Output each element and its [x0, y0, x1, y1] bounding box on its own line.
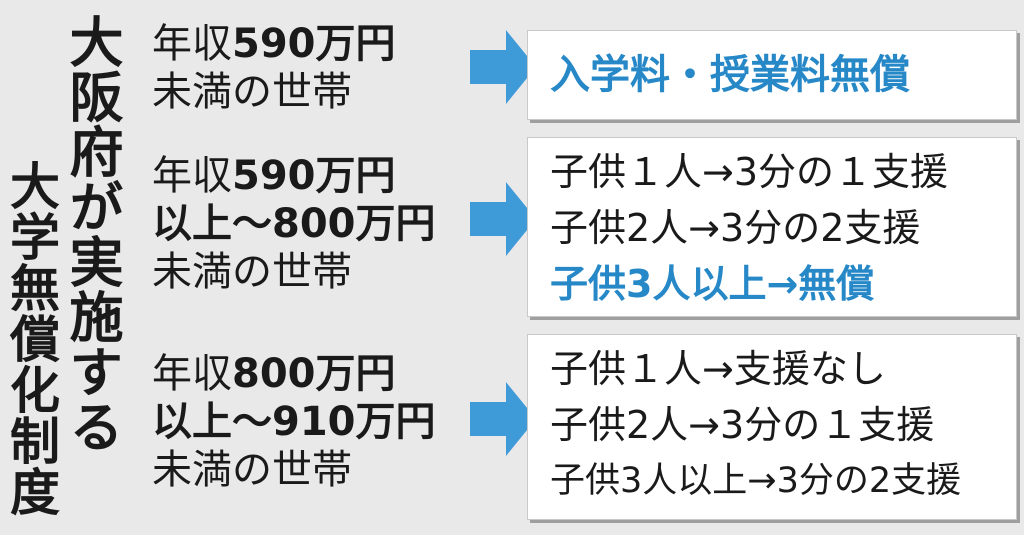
- income-bracket-2: 年収590万円以上～800万円未満の世帯: [152, 152, 436, 296]
- income-line: 以上～800万円: [152, 200, 436, 248]
- arrow-shape: [470, 182, 536, 256]
- benefit-text: 入学料・授業料無償: [550, 52, 910, 98]
- income-bracket-1: 年収590万円未満の世帯: [152, 20, 396, 116]
- benefit-text: 子供3人以上→3分の2支援: [550, 461, 962, 501]
- benefit-box-3: 子供１人→支援なし子供2人→3分の１支援子供3人以上→3分の2支援: [527, 334, 1017, 520]
- income-line: 以上～910万円: [152, 398, 436, 446]
- benefit-text: 子供１人→3分の１支援: [550, 150, 949, 194]
- income-line: 年収590万円: [152, 20, 396, 68]
- income-text: 590万円: [232, 21, 396, 67]
- title-line-2: 大学無償化制度: [2, 160, 60, 517]
- income-bracket-3: 年収800万円以上～910万円未満の世帯: [152, 350, 436, 494]
- income-text: 未満の世帯: [152, 69, 352, 115]
- income-line: 年収800万円: [152, 350, 436, 398]
- title-line-1: 大阪府が実施する: [60, 14, 123, 454]
- arrow-shape: [470, 382, 536, 456]
- income-text: 800万円: [232, 351, 396, 397]
- income-text: 年収: [152, 351, 232, 397]
- right-arrow-icon: [470, 382, 536, 456]
- income-text: 以上～800万円: [152, 201, 436, 247]
- income-line: 未満の世帯: [152, 68, 396, 116]
- benefit-text: 子供１人→支援なし: [550, 347, 886, 391]
- income-text: 590万円: [232, 153, 396, 199]
- income-text: 未満の世帯: [152, 447, 352, 493]
- income-line: 年収590万円: [152, 152, 436, 200]
- income-line: 未満の世帯: [152, 248, 436, 296]
- benefit-box-2: 子供１人→3分の１支援子供2人→3分の2支援子供3人以上→無償: [527, 137, 1017, 317]
- arrow-shape: [470, 30, 536, 104]
- income-text: 年収: [152, 21, 232, 67]
- income-text: 未満の世帯: [152, 249, 352, 295]
- income-text: 年収: [152, 153, 232, 199]
- income-text: 以上～910万円: [152, 399, 436, 445]
- right-arrow-icon: [470, 182, 536, 256]
- right-arrow-icon: [470, 30, 536, 104]
- benefit-text: 子供2人→3分の１支援: [550, 403, 935, 447]
- benefit-text: 子供3人以上→無償: [550, 262, 875, 306]
- benefit-text: 子供2人→3分の2支援: [550, 206, 921, 250]
- income-line: 未満の世帯: [152, 446, 436, 494]
- benefit-box-1: 入学料・授業料無償: [527, 30, 1017, 120]
